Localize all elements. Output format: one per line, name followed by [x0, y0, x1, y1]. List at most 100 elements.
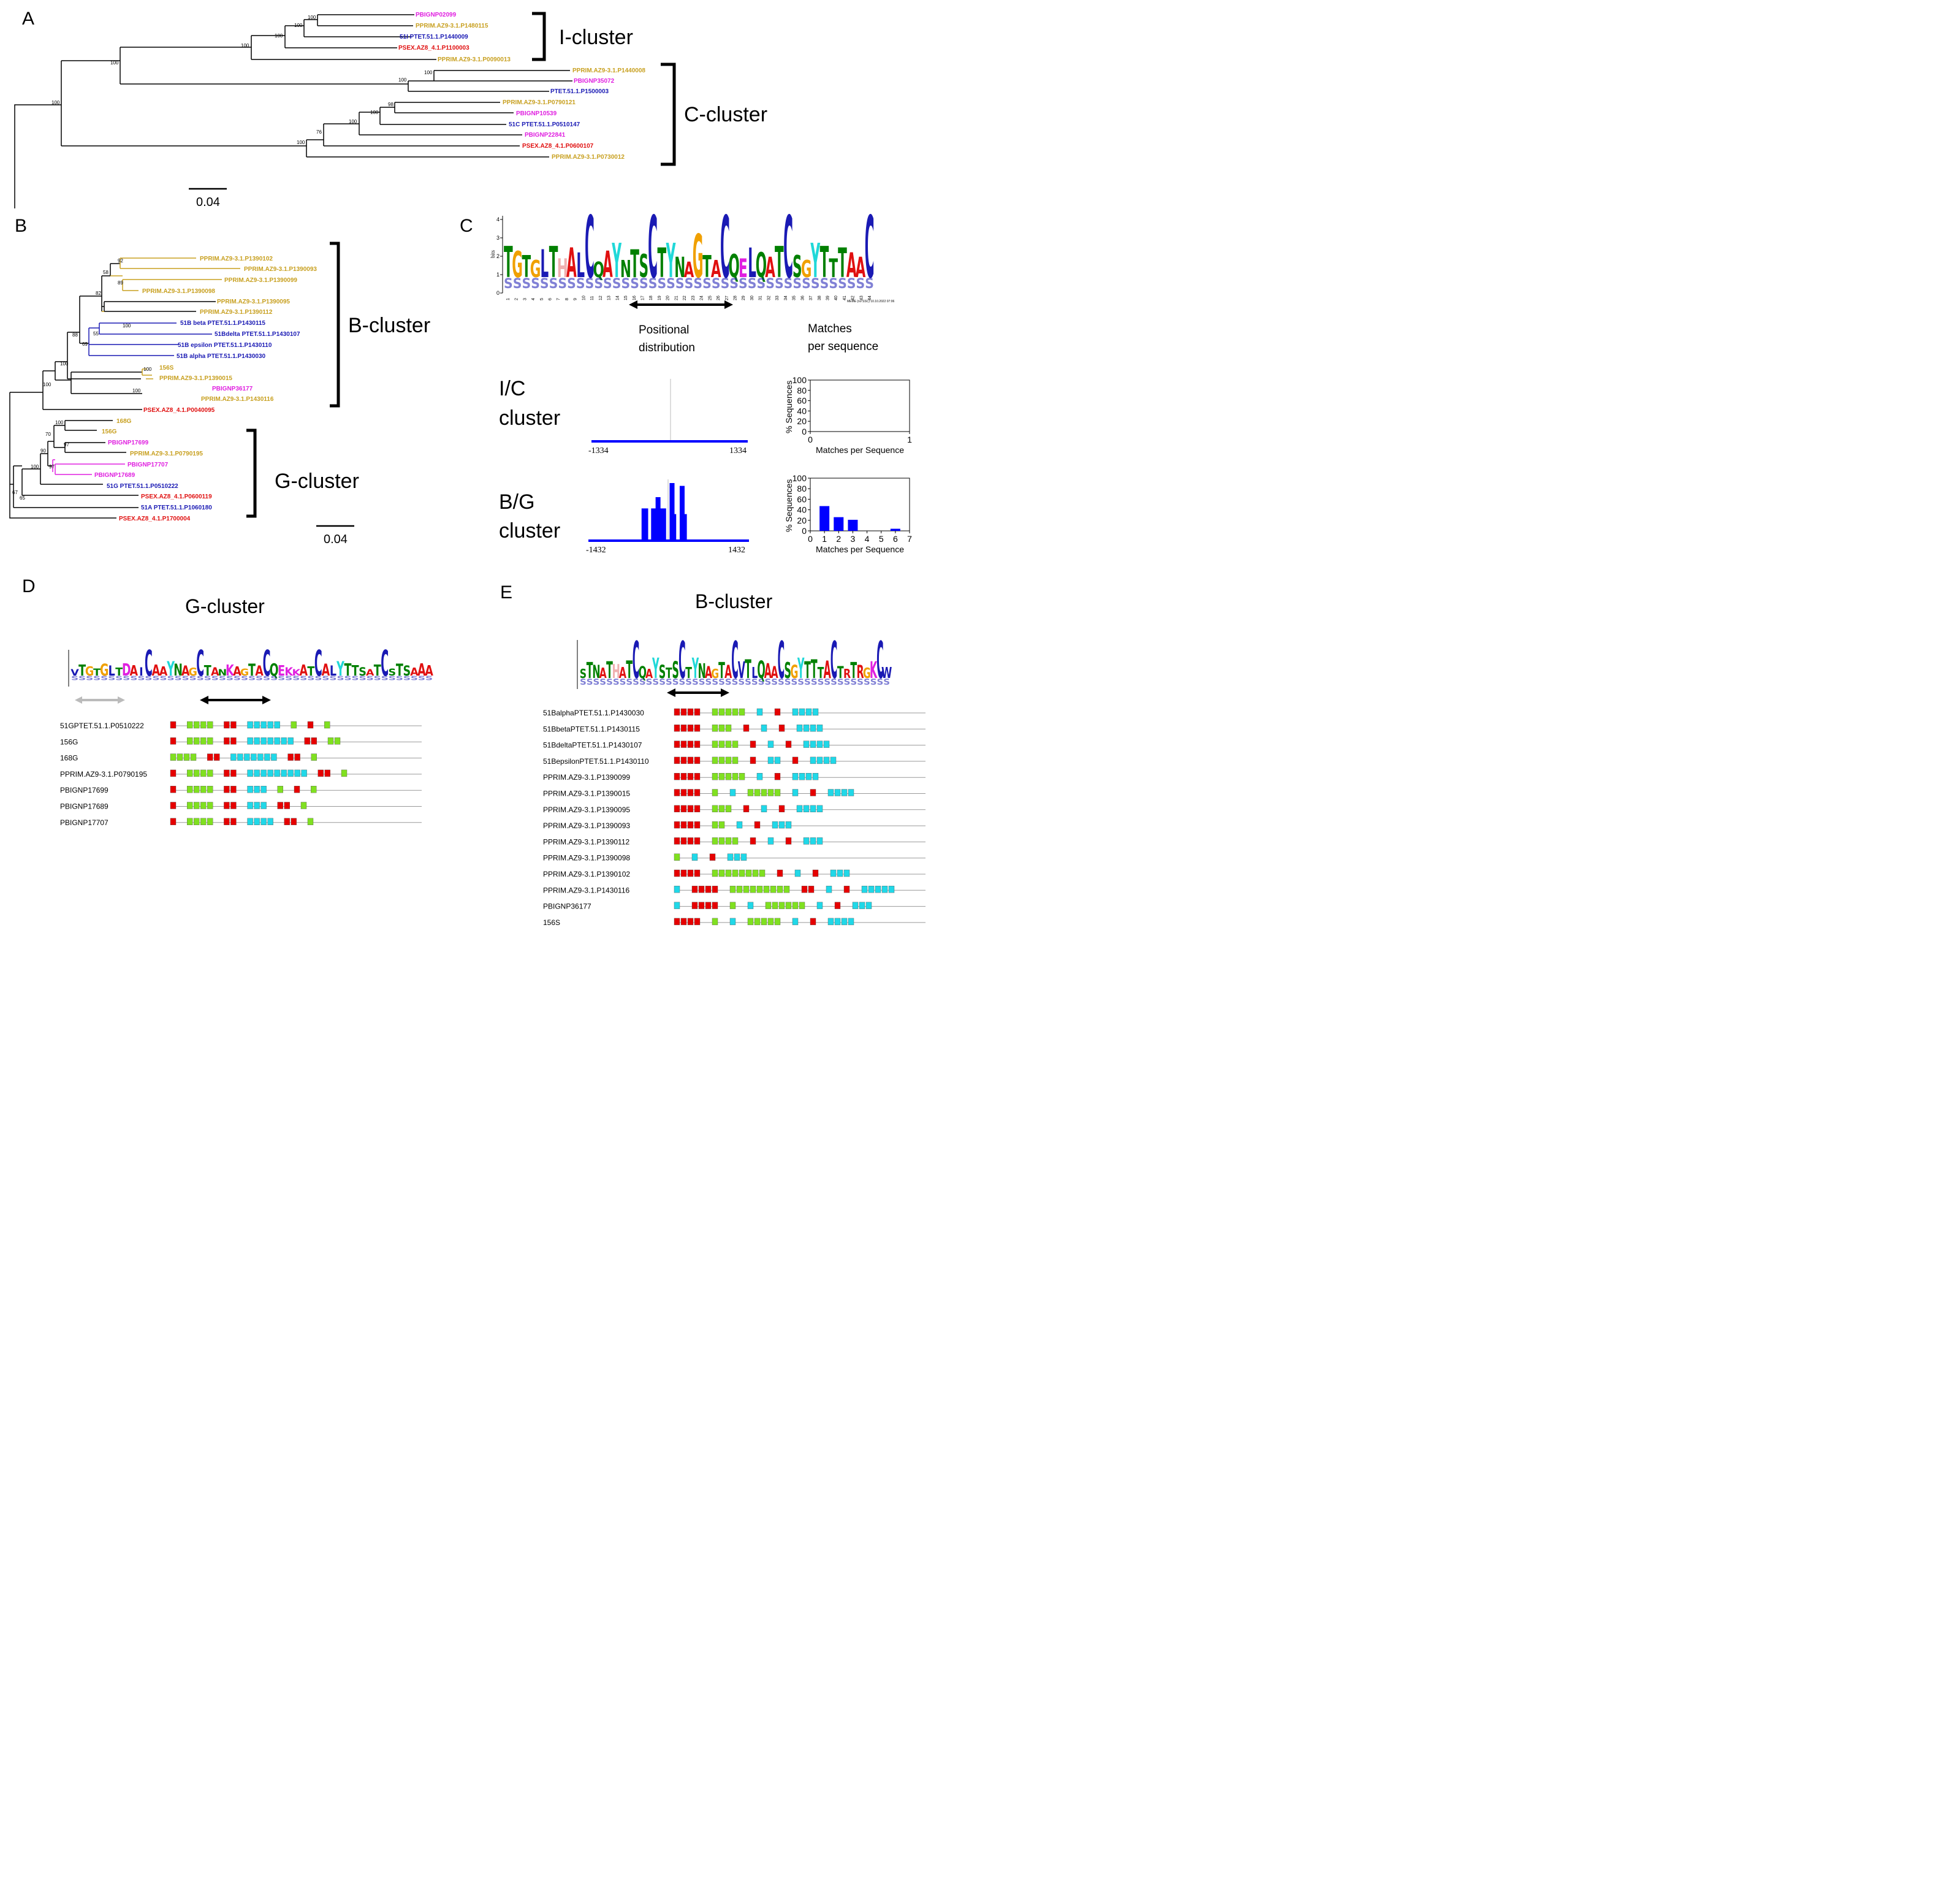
motif-box	[291, 721, 297, 729]
positional-plot-bg: -1432 1432	[586, 479, 749, 555]
panel-label-d: D	[22, 576, 36, 596]
logo-letter: A	[211, 665, 219, 679]
sequence-name: PPRIM.AZ9-3.1.P1430116	[543, 886, 630, 894]
logo-letter-minor: S	[739, 276, 748, 292]
logo-letter-minor: S	[425, 675, 433, 682]
logo-letter-minor: S	[792, 276, 802, 292]
motif-box	[732, 756, 739, 764]
logo-letter-minor: S	[766, 276, 775, 292]
logo-letter-minor: S	[775, 276, 784, 292]
logo-ylabel: bits	[490, 249, 496, 258]
leaf-label: PPRIM.AZ9-3.1.P1390099	[224, 277, 297, 284]
matches-xtick: 1	[907, 435, 912, 444]
logo-letter: Y	[167, 658, 175, 680]
logo-column-number: 18	[649, 295, 653, 300]
motif-box	[754, 918, 761, 926]
logo-column-number: 5	[540, 298, 544, 300]
motif-box	[311, 753, 317, 761]
motif-box	[200, 785, 207, 793]
logo-column-number: 15	[624, 295, 628, 300]
logo-letter: A	[771, 663, 779, 683]
motif-map-e: 51BalphaPTET.51.1.P143003051BbetaPTET.51…	[543, 708, 925, 927]
motif-box	[747, 902, 754, 909]
logo-letter: N	[173, 661, 183, 680]
logo-letter: Y	[652, 653, 659, 686]
motif-box	[823, 741, 830, 748]
logo-letter: G	[512, 245, 523, 286]
logo-column-number: 4	[531, 298, 536, 300]
motif-box	[230, 753, 237, 761]
logo-letter: A	[619, 664, 627, 682]
motif-box	[698, 886, 705, 893]
bootstrap: 100	[143, 367, 152, 372]
motif-box	[759, 869, 766, 877]
logo-letter: S	[672, 657, 678, 684]
motif-box	[718, 708, 725, 716]
sequence-name: 168G	[60, 754, 78, 763]
logo-letter-minor: S	[344, 675, 352, 682]
logo-letter: T	[820, 238, 829, 288]
logo-letter: T	[838, 239, 847, 287]
motif-box	[341, 769, 348, 777]
motif-box	[875, 886, 881, 893]
matches-ytick: 20	[797, 416, 807, 426]
logo-letter-minor: S	[771, 678, 778, 687]
logo-letter-minor: S	[93, 675, 101, 682]
logo-letter-minor: S	[504, 276, 513, 292]
sequence-name: 51BepsilonPTET.51.1.P1430110	[543, 757, 649, 766]
logo-letter: S	[659, 661, 666, 683]
motif-box	[739, 772, 745, 780]
motif-box	[680, 918, 687, 926]
logo-letter: A	[255, 663, 264, 679]
motif-box	[254, 737, 260, 745]
logo-column-number: 28	[734, 295, 738, 300]
logo-letter-minor: S	[540, 276, 549, 292]
logo-letter-minor: S	[725, 678, 732, 687]
motif-box	[247, 802, 253, 809]
logo-column-number: 17	[641, 295, 645, 300]
logo-letter: A	[846, 246, 857, 286]
motif-box	[718, 837, 725, 845]
logo-letter: C	[778, 631, 785, 691]
motif-box	[712, 821, 718, 829]
logo-letter: A	[410, 666, 419, 679]
logo-letter-minor: S	[300, 675, 307, 682]
motif-box	[260, 769, 267, 777]
logo-column-number: 22	[683, 295, 687, 300]
motif-box	[830, 869, 837, 877]
motif-box	[852, 902, 859, 909]
panel-label-c: C	[460, 216, 473, 236]
motif-box	[705, 886, 712, 893]
leaf-label: PSEX.AZ8_4.1.P1100003	[398, 45, 469, 51]
logo-column-number: 3	[523, 298, 527, 300]
logo-letter: T	[587, 659, 593, 684]
motif-box	[187, 802, 193, 809]
logo-column-number: 10	[582, 295, 586, 300]
motif-box	[287, 769, 294, 777]
logo-letter-minor: S	[857, 678, 864, 687]
matches-bar	[834, 517, 844, 531]
motif-box	[687, 821, 694, 829]
leaf-label: PPRIM.AZ9-3.1.P1390102	[200, 256, 273, 262]
logo-letter-minor: S	[865, 276, 874, 292]
motif-box	[754, 789, 761, 796]
motif-map-d: 51GPTET.51.1.P0510222156G168GPPRIM.AZ9-3…	[60, 721, 422, 827]
logo-letter: N	[698, 660, 706, 684]
motif-box	[170, 721, 177, 729]
motif-box	[194, 737, 200, 745]
logo-letter: T	[685, 664, 692, 682]
logo-letter: A	[765, 252, 775, 284]
motif-box	[230, 818, 237, 826]
logo-letter: C	[314, 643, 322, 685]
motif-box	[709, 853, 716, 861]
motif-box	[674, 869, 680, 877]
motif-box	[732, 869, 739, 877]
motif-box	[750, 886, 756, 893]
matches-header-line2: per sequence	[808, 340, 878, 353]
motif-box	[810, 725, 816, 732]
motif-box	[826, 886, 832, 893]
motif-box	[843, 869, 850, 877]
c-cluster-label: C-cluster	[684, 103, 767, 126]
logo-letter-minor: S	[830, 678, 837, 687]
logo-letter-minor: S	[108, 675, 115, 682]
